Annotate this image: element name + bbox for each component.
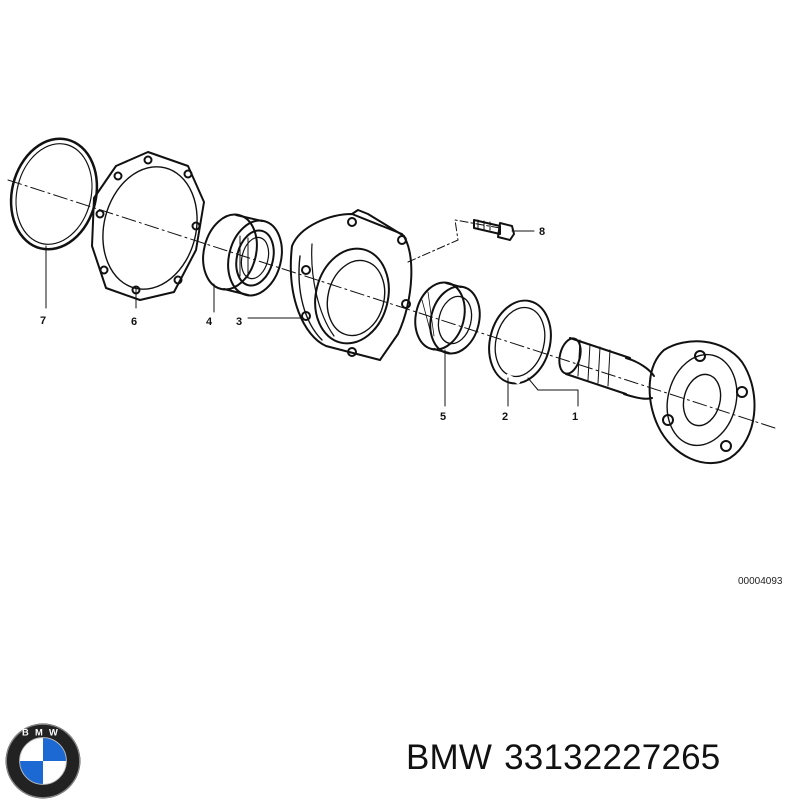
- callout-6: 6: [131, 316, 137, 328]
- callout-8: 8: [539, 226, 545, 238]
- center-axis-line: [7, 179, 776, 429]
- bolt-axis-line: [407, 219, 501, 263]
- callout-4: 4: [206, 316, 213, 328]
- callout-1: 1: [572, 411, 578, 423]
- brand-name: BMW: [406, 738, 493, 777]
- bearing-part-4: [202, 213, 283, 297]
- shaft-seal-part-5: [414, 281, 481, 355]
- gasket-part-6: [91, 151, 205, 301]
- bmw-logo-icon: BMW: [5, 723, 81, 799]
- callout-5: 5: [440, 411, 446, 423]
- callout-3: 3: [236, 316, 242, 328]
- o-ring-part-7: [9, 137, 99, 251]
- snap-ring-part-2: [488, 299, 552, 385]
- part-number: 33132227265: [504, 738, 721, 777]
- leader-lines: [45, 230, 579, 407]
- part-caption: BMW 33132227265: [406, 738, 732, 778]
- bolt-part-8: [473, 219, 515, 241]
- svg-text:BMW: BMW: [22, 727, 64, 737]
- output-flange-part-1: [558, 337, 756, 464]
- callout-2: 2: [502, 411, 508, 423]
- drawing-code: 00004093: [738, 576, 783, 587]
- callout-7: 7: [40, 315, 46, 327]
- housing-part-3: [289, 209, 413, 361]
